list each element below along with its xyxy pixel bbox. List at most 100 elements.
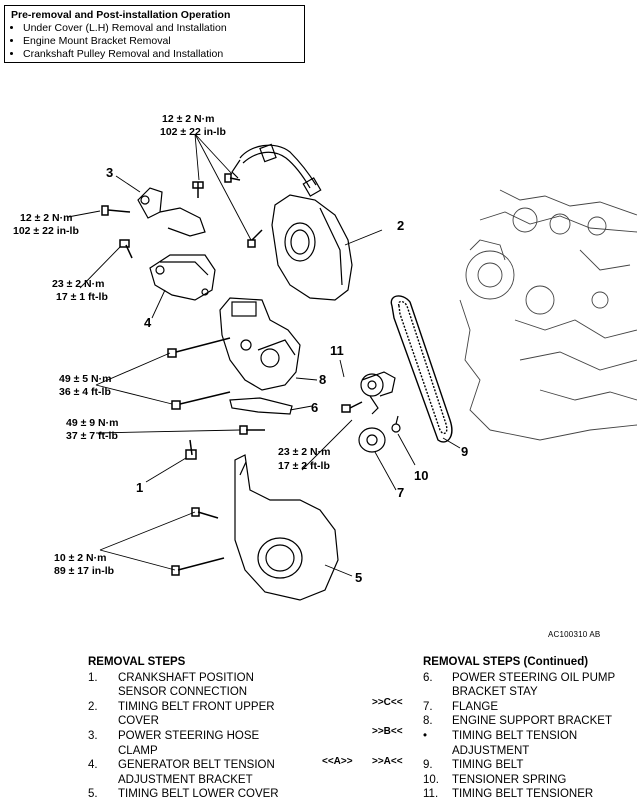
removal-step: 5. TIMING BELT LOWER COVER bbox=[88, 787, 279, 802]
step-text: ADJUSTMENT bbox=[452, 744, 530, 757]
callout-7: 7 bbox=[397, 485, 404, 500]
removal-steps-cont-header: REMOVAL STEPS (Continued) bbox=[423, 656, 589, 668]
leader-lines bbox=[67, 133, 461, 577]
service-mark-a-remove: <<A>> bbox=[322, 756, 353, 767]
torque-label-2a: 12 ± 2 N·m bbox=[20, 212, 72, 224]
step-text: ADJUSTMENT BRACKET bbox=[118, 773, 253, 786]
upper-cover bbox=[271, 194, 353, 301]
step-text: POWER STEERING OIL PUMP bbox=[452, 671, 616, 684]
step-text: SENSOR CONNECTION bbox=[118, 686, 248, 699]
step-number: 3. bbox=[88, 729, 98, 742]
torque-label-7b: 89 ± 17 in-lb bbox=[54, 565, 114, 577]
callout-3: 3 bbox=[106, 165, 113, 180]
removal-step: 10. TENSIONER SPRING bbox=[423, 773, 615, 788]
step-text: BRACKET STAY bbox=[452, 686, 538, 699]
sensor-harness bbox=[231, 143, 322, 197]
torque-label-3b: 17 ± 1 ft-lb bbox=[56, 291, 108, 303]
engine-support-bracket bbox=[219, 297, 301, 391]
step-number: 4. bbox=[88, 759, 98, 772]
service-mark-a-install: >>A<< bbox=[372, 756, 403, 767]
torque-label-7a: 10 ± 2 N·m bbox=[54, 552, 106, 564]
hose-clamp bbox=[137, 187, 206, 237]
timing-belt bbox=[390, 295, 453, 443]
step-text: FLANGE bbox=[452, 700, 499, 713]
pump-bracket-stay bbox=[229, 397, 293, 415]
callout-2: 2 bbox=[397, 218, 404, 233]
removal-steps-continued: REMOVAL STEPS (Continued) 6. POWER STEER… bbox=[423, 655, 615, 802]
removal-step: 9. TIMING BELT bbox=[423, 758, 615, 773]
callout-6: 6 bbox=[311, 400, 318, 415]
removal-step: 3. POWER STEERING HOSE bbox=[88, 729, 279, 744]
torque-label-2b: 102 ± 22 in-lb bbox=[13, 225, 79, 237]
bolts bbox=[101, 173, 363, 576]
step-text: COVER bbox=[118, 715, 159, 728]
pre-removal-item: Under Cover (L.H) Removal and Installati… bbox=[23, 22, 298, 35]
step-text: TIMING BELT LOWER COVER bbox=[118, 788, 279, 801]
removal-steps: REMOVAL STEPS 1. CRANKSHAFT POSITION SEN… bbox=[88, 655, 279, 802]
removal-step-cont: SENSOR CONNECTION bbox=[88, 685, 279, 700]
torque-label-1b: 102 ± 22 in-lb bbox=[160, 126, 226, 138]
removal-step: 4. GENERATOR BELT TENSION bbox=[88, 758, 279, 773]
step-text: TENSIONER SPRING bbox=[452, 773, 567, 786]
step-text: POWER STEERING HOSE bbox=[118, 729, 260, 742]
pre-removal-item: Crankshaft Pulley Removal and Installati… bbox=[23, 48, 298, 61]
step-text: TIMING BELT TENSIONER bbox=[452, 788, 594, 801]
step-number: 6. bbox=[423, 671, 433, 684]
torque-label-4a: 49 ± 5 N·m bbox=[59, 373, 111, 385]
step-number: 2. bbox=[88, 700, 98, 713]
torque-label-6a: 23 ± 2 N·m bbox=[278, 446, 330, 458]
callout-9: 9 bbox=[461, 444, 468, 459]
removal-step: 1. CRANKSHAFT POSITION bbox=[88, 671, 279, 686]
torque-label-3a: 23 ± 2 N·m bbox=[52, 278, 104, 290]
step-text: CLAMP bbox=[118, 744, 158, 757]
tensioner bbox=[360, 371, 396, 415]
removal-steps-header: REMOVAL STEPS bbox=[88, 656, 186, 668]
generator-bracket bbox=[149, 254, 216, 301]
step-text: TIMING BELT bbox=[452, 759, 524, 772]
step-number: 1. bbox=[88, 671, 98, 684]
pre-removal-title: Pre-removal and Post-installation Operat… bbox=[11, 9, 231, 21]
step-number: 9. bbox=[423, 759, 433, 772]
step-text: TIMING BELT TENSION bbox=[452, 729, 578, 742]
step-number: 7. bbox=[423, 700, 433, 713]
callout-5: 5 bbox=[355, 570, 362, 585]
removal-step: 6. POWER STEERING OIL PUMP bbox=[423, 671, 615, 686]
callout-8: 8 bbox=[319, 372, 326, 387]
removal-step: 2. TIMING BELT FRONT UPPER bbox=[88, 700, 279, 715]
pre-removal-box: Pre-removal and Post-installation Operat… bbox=[4, 5, 305, 63]
step-text: ENGINE SUPPORT BRACKET bbox=[452, 715, 612, 728]
service-mark-b: >>B<< bbox=[372, 726, 403, 737]
removal-step: 11. TIMING BELT TENSIONER bbox=[423, 787, 615, 802]
engine-block-outline bbox=[459, 189, 637, 441]
step-number: 11. bbox=[423, 788, 439, 801]
removal-step-cont: ADJUSTMENT bbox=[423, 744, 615, 759]
pre-removal-list: Under Cover (L.H) Removal and Installati… bbox=[11, 22, 298, 61]
callout-10: 10 bbox=[414, 468, 428, 483]
flange bbox=[358, 427, 386, 453]
step-text: TIMING BELT FRONT UPPER bbox=[118, 700, 275, 713]
torque-label-5a: 49 ± 9 N·m bbox=[66, 417, 118, 429]
removal-step-cont: BRACKET STAY bbox=[423, 685, 615, 700]
removal-step-cont: ADJUSTMENT BRACKET bbox=[88, 773, 279, 788]
pre-removal-item: Engine Mount Bracket Removal bbox=[23, 35, 298, 48]
step-number: 5. bbox=[88, 788, 98, 801]
callout-4: 4 bbox=[144, 315, 152, 330]
lower-cover bbox=[234, 454, 339, 601]
removal-step: 8. ENGINE SUPPORT BRACKET bbox=[423, 714, 615, 729]
removal-step-cont: COVER bbox=[88, 714, 279, 729]
step-number: 8. bbox=[423, 715, 433, 728]
callout-11: 11 bbox=[330, 343, 344, 358]
callout-1: 1 bbox=[136, 480, 143, 495]
removal-step-cont: CLAMP bbox=[88, 744, 279, 759]
torque-label-5b: 37 ± 7 ft-lb bbox=[66, 430, 118, 442]
torque-label-6b: 17 ± 2 ft-lb bbox=[278, 460, 330, 472]
step-text: GENERATOR BELT TENSION bbox=[118, 759, 275, 772]
step-number: 10. bbox=[423, 773, 439, 786]
removal-step: 7. FLANGE bbox=[423, 700, 615, 715]
service-mark-c: >>C<< bbox=[372, 697, 403, 708]
removal-step: • TIMING BELT TENSION bbox=[423, 729, 615, 744]
step-text: CRANKSHAFT POSITION bbox=[118, 671, 254, 684]
tensioner-spring bbox=[391, 415, 401, 433]
torque-label-4b: 36 ± 4 ft-lb bbox=[59, 386, 111, 398]
step-number: • bbox=[423, 729, 428, 742]
